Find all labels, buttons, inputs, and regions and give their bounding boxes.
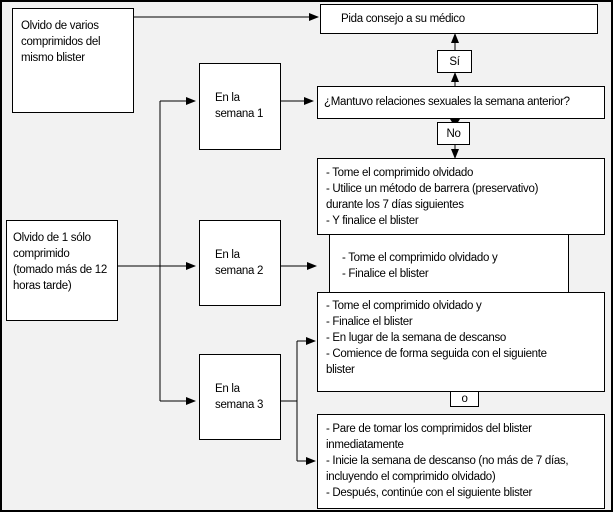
question-text: ¿Mantuvo relaciones sexuales la semana a…	[324, 96, 570, 108]
advice-text: Pida consejo a su médico	[341, 13, 465, 25]
single-forgotten-box: Olvido de 1 sólo comprimido (tomado más …	[6, 220, 118, 321]
text-line: semana 3	[215, 399, 264, 411]
text-line: Olvido de 1 sólo	[13, 232, 91, 244]
text-line: En la	[215, 92, 240, 104]
text-line: - En lugar de la semana de descanso	[326, 332, 507, 344]
text-line: En la	[215, 383, 240, 395]
text-line: - Utilice un método de barrera (preserva…	[326, 183, 539, 195]
week3-option2-box: - Pare de tomar los comprimidos del blis…	[317, 414, 605, 509]
or-label-box: o	[450, 391, 479, 407]
text-line: durante los 7 días siguientes	[326, 199, 464, 211]
text-line: - Después, continúe con el siguiente bli…	[326, 487, 533, 499]
text-line: - Comience de forma seguida con el sigui…	[326, 348, 547, 360]
text-line: semana 2	[215, 265, 264, 277]
text-line: - Finalice el blister	[326, 316, 413, 328]
text-line: blister	[326, 364, 355, 376]
week1-box: En la semana 1	[199, 63, 281, 150]
text-line: comprimido	[13, 248, 70, 260]
week1-result-box: - Tome el comprimido olvidado - Utilice …	[317, 158, 605, 235]
advice-box: Pida consejo a su médico	[320, 4, 598, 34]
text-line: - Tome el comprimido olvidado y	[342, 252, 498, 264]
text-line: mismo blister	[21, 52, 85, 64]
text-line: (tomado más de 12	[13, 264, 107, 276]
text-line: - Y finalice el blister	[326, 215, 419, 227]
question-box: ¿Mantuvo relaciones sexuales la semana a…	[317, 86, 605, 119]
no-label-box: No	[437, 122, 470, 145]
or-text: o	[461, 393, 468, 405]
text-line: - Finalice el blister	[342, 268, 429, 280]
text-line: Olvido de varios	[21, 20, 99, 32]
text-line: incluyendo el comprimido olvidado)	[326, 471, 496, 483]
week3-box: En la semana 3	[199, 354, 281, 440]
yes-text: Sí	[449, 56, 460, 68]
text-line: inmediatamente	[326, 439, 404, 451]
text-line: comprimidos del	[21, 36, 101, 48]
text-line: - Pare de tomar los comprimidos del blis…	[326, 423, 532, 435]
no-text: No	[446, 128, 461, 140]
text-line: - Tome el comprimido olvidado y	[326, 300, 482, 312]
week2-result-box: - Tome el comprimido olvidado y - Finali…	[329, 230, 569, 294]
text-line: - Tome el comprimido olvidado	[326, 167, 474, 179]
text-line: En la	[215, 249, 240, 261]
week3-option1-box: - Tome el comprimido olvidado y - Finali…	[317, 292, 605, 392]
several-forgotten-box: Olvido de varios comprimidos del mismo b…	[12, 8, 134, 113]
week2-box: En la semana 2	[199, 220, 281, 306]
text-line: - Inicie la semana de descanso (no más d…	[326, 455, 569, 467]
yes-label-box: Sí	[437, 50, 472, 73]
text-line: semana 1	[215, 108, 264, 120]
text-line: horas tarde)	[13, 280, 72, 292]
